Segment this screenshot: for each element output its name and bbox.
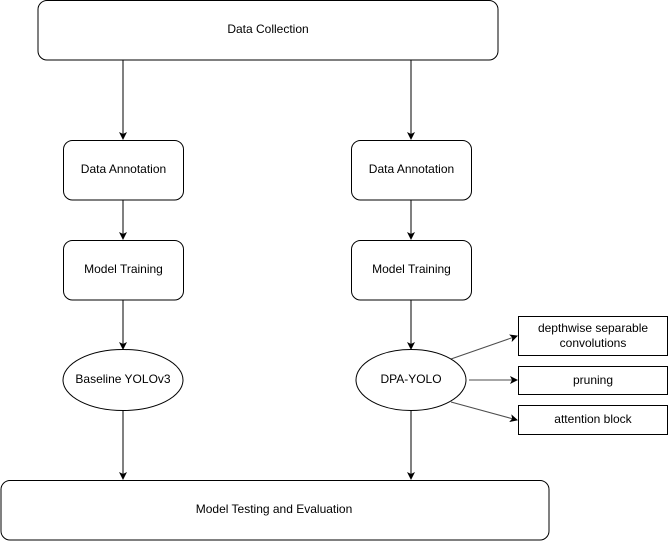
node-attention-block: attention block bbox=[518, 405, 668, 435]
node-data-collection: Data Collection bbox=[37, 0, 499, 61]
node-pruning-label: pruning bbox=[573, 373, 613, 387]
node-model-training-right-label: Model Training bbox=[372, 262, 451, 276]
node-dpa-yolo-label: DPA-YOLO bbox=[380, 372, 441, 386]
node-model-training-left-label: Model Training bbox=[84, 262, 163, 276]
node-depthwise-label-line1: depthwise separable bbox=[538, 321, 648, 335]
node-data-annotation-right: Data Annotation bbox=[351, 140, 472, 201]
edge-dpa-yolo-to-attention bbox=[450, 401, 518, 423]
node-data-annotation-right-label: Data Annotation bbox=[369, 162, 454, 176]
node-data-annotation-left-label: Data Annotation bbox=[81, 162, 166, 176]
node-data-annotation-left: Data Annotation bbox=[63, 140, 184, 201]
node-depthwise-separable-convolutions: depthwise separable convolutions bbox=[518, 316, 668, 356]
node-baseline-yolov3-label: Baseline YOLOv3 bbox=[75, 372, 170, 386]
node-attention-block-label: attention block bbox=[554, 412, 632, 426]
node-pruning: pruning bbox=[518, 366, 668, 395]
node-model-testing-evaluation-label: Model Testing and Evaluation bbox=[196, 502, 353, 516]
node-dpa-yolo: DPA-YOLO bbox=[355, 349, 467, 411]
node-baseline-yolov3: Baseline YOLOv3 bbox=[62, 349, 184, 411]
node-model-training-left: Model Training bbox=[63, 240, 184, 301]
node-model-training-right: Model Training bbox=[351, 240, 472, 301]
node-data-collection-label: Data Collection bbox=[227, 22, 308, 36]
node-model-testing-evaluation: Model Testing and Evaluation bbox=[0, 480, 550, 541]
edge-dpa-yolo-to-depthwise bbox=[450, 334, 518, 360]
node-depthwise-label-line2: convolutions bbox=[560, 336, 627, 350]
